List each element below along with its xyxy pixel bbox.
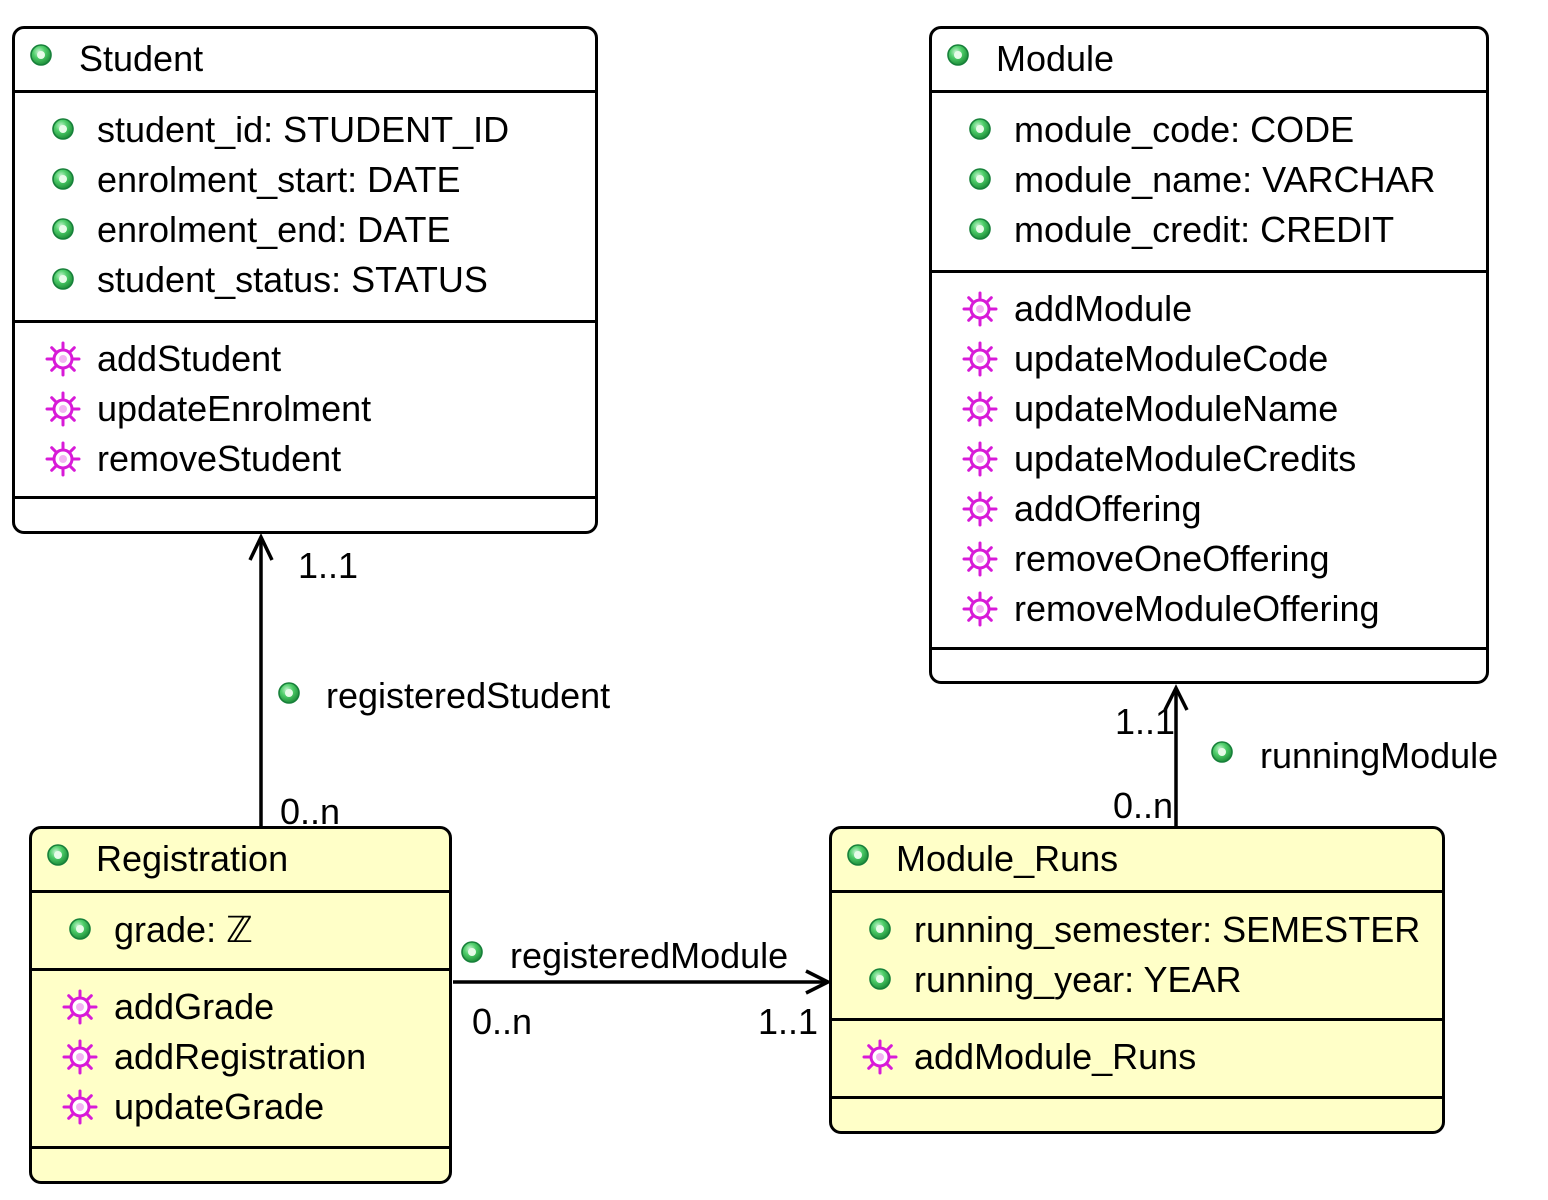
- attribute-text: module_code: CODE: [1014, 109, 1355, 150]
- attribute-text: student_id: STUDENT_ID: [97, 109, 510, 150]
- class-module[interactable]: Module module_code: CODE module_name: VA…: [929, 26, 1489, 684]
- operations-compartment: addStudent updateEnrolment removeStudent: [15, 323, 595, 499]
- operation-icon: [960, 339, 1000, 379]
- class-student[interactable]: Student student_id: STUDENT_ID enrolment…: [12, 26, 598, 534]
- operation-text: updateModuleCredits: [1014, 438, 1357, 479]
- attribute-text: running_year: YEAR: [914, 959, 1242, 1000]
- attribute-text: student_status: STATUS: [97, 259, 488, 300]
- running-module-label[interactable]: runningModule: [1260, 735, 1499, 776]
- operation-text: updateEnrolment: [97, 388, 372, 429]
- attributes-compartment: running_semester: SEMESTER running_year:…: [832, 893, 1442, 1021]
- operation-text: addModule: [1014, 288, 1193, 329]
- attribute-text: enrolment_end: DATE: [97, 209, 451, 250]
- operation-icon: [960, 289, 1000, 329]
- registered-module-arrowhead: [805, 969, 832, 995]
- operation-text: updateModuleName: [1014, 388, 1339, 429]
- operation-icon: [43, 439, 83, 479]
- operation-icon: [43, 389, 83, 429]
- operation-icon: [960, 539, 1000, 579]
- registered-module-label[interactable]: registeredModule: [510, 935, 789, 976]
- attributes-compartment: module_code: CODE module_name: VARCHAR m…: [932, 93, 1486, 273]
- attribute-icon: [968, 217, 992, 241]
- class-name: Module: [996, 38, 1115, 79]
- registered-student-arrowhead: [248, 532, 274, 561]
- registered-module-source-multiplicity: 0..n: [472, 1001, 533, 1042]
- attribute-icon: [868, 917, 892, 941]
- operation-icon: [960, 589, 1000, 629]
- running-module-source-multiplicity: 0..n: [1113, 785, 1174, 826]
- running-module-target-multiplicity: 1..1: [1115, 701, 1176, 742]
- class-header: Student: [15, 29, 595, 93]
- class-header: Module: [932, 29, 1486, 93]
- registered-student-icon: [277, 681, 301, 705]
- attribute-text: module_name: VARCHAR: [1014, 159, 1436, 200]
- operation-text: addGrade: [114, 986, 275, 1027]
- operation-icon: [960, 489, 1000, 529]
- class-icon: [946, 43, 970, 67]
- operation-icon: [960, 389, 1000, 429]
- operation-text: removeOneOffering: [1014, 538, 1330, 579]
- operation-icon: [960, 439, 1000, 479]
- operation-text: updateGrade: [114, 1086, 325, 1127]
- operation-text: removeModuleOffering: [1014, 588, 1380, 629]
- class-header: Registration: [32, 829, 449, 893]
- attribute-icon: [868, 967, 892, 991]
- attributes-compartment: grade: ℤ: [32, 893, 449, 971]
- operations-compartment: addModule_Runs: [832, 1021, 1442, 1099]
- attribute-text: grade: ℤ: [114, 909, 253, 950]
- registered-student-target-multiplicity: 1..1: [298, 545, 359, 586]
- operation-icon: [60, 987, 100, 1027]
- operation-icon: [60, 1087, 100, 1127]
- class-registration[interactable]: Registration grade: ℤ addGrade addRegist…: [29, 826, 452, 1184]
- operation-text: addModule_Runs: [914, 1036, 1197, 1077]
- operations-compartment: addGrade addRegistration updateGrade: [32, 971, 449, 1149]
- attribute-text: module_credit: CREDIT: [1014, 209, 1395, 250]
- registered-module-target-multiplicity: 1..1: [758, 1001, 819, 1042]
- class-icon: [29, 43, 53, 67]
- attribute-icon: [68, 917, 92, 941]
- registered-student-label[interactable]: registeredStudent: [326, 675, 611, 716]
- operation-text: addRegistration: [114, 1036, 367, 1077]
- class-name: Module_Runs: [896, 838, 1119, 879]
- attribute-icon: [51, 167, 75, 191]
- running-module-icon: [1210, 740, 1234, 764]
- attribute-icon: [51, 217, 75, 241]
- class-name: Student: [79, 38, 204, 79]
- class-header: Module_Runs: [832, 829, 1442, 893]
- class-name: Registration: [96, 838, 289, 879]
- registered-student-source-multiplicity: 0..n: [280, 791, 341, 832]
- attribute-icon: [968, 167, 992, 191]
- operation-text: updateModuleCode: [1014, 338, 1329, 379]
- class-module-runs[interactable]: Module_Runs running_semester: SEMESTER r…: [829, 826, 1445, 1134]
- operation-text: removeStudent: [97, 438, 342, 479]
- registered-module-icon: [460, 940, 484, 964]
- operation-icon: [43, 339, 83, 379]
- attribute-icon: [968, 117, 992, 141]
- attribute-text: running_semester: SEMESTER: [914, 909, 1421, 950]
- class-icon: [46, 843, 70, 867]
- attributes-compartment: student_id: STUDENT_ID enrolment_start: …: [15, 93, 595, 323]
- operation-text: addOffering: [1014, 488, 1202, 529]
- operation-text: addStudent: [97, 338, 282, 379]
- operation-icon: [860, 1037, 900, 1077]
- attribute-text: enrolment_start: DATE: [97, 159, 461, 200]
- operation-icon: [60, 1037, 100, 1077]
- attribute-icon: [51, 117, 75, 141]
- operations-compartment: addModule updateModuleCode updateModuleN…: [932, 273, 1486, 650]
- attribute-icon: [51, 267, 75, 291]
- class-icon: [846, 843, 870, 867]
